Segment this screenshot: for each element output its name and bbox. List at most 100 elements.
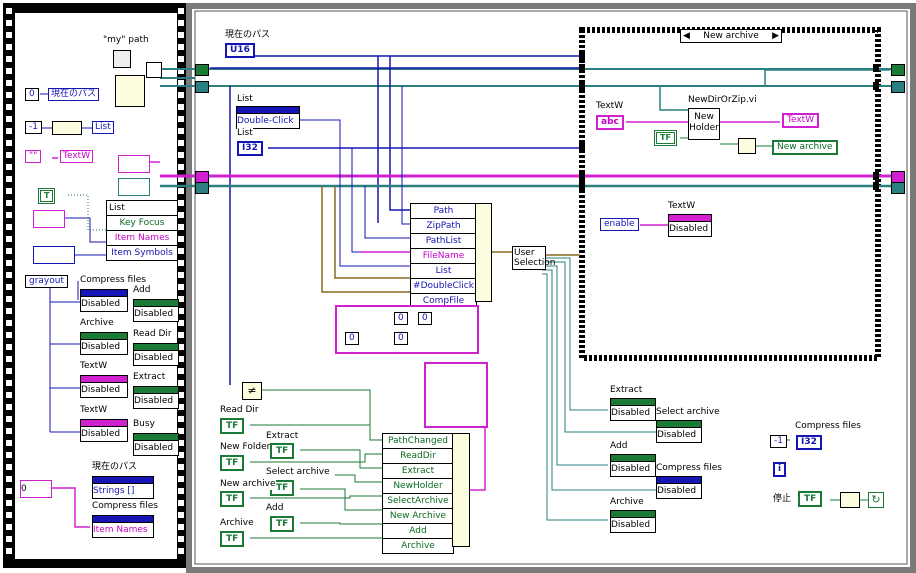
out-compress-files-property[interactable]: Disabled [656,476,702,499]
zero-constant-d[interactable]: 0 [418,312,432,325]
disabled-property[interactable]: Disabled [669,224,709,234]
path-array-constant[interactable] [118,178,150,196]
out-select-archive-property[interactable]: Disabled [656,420,702,443]
user-selection-cluster[interactable]: User Selection [512,246,555,270]
event-selectarchive[interactable]: SelectArchive [383,494,453,509]
current-path-property[interactable]: Strings [] [92,476,154,499]
current-path-constant[interactable]: 0 [25,88,39,101]
select-archive-control[interactable]: TF [270,480,295,496]
extract-property[interactable]: Disabled [133,386,179,409]
strip-path-icon[interactable] [115,75,145,107]
disabled-property[interactable]: Disabled [134,353,174,363]
bundle-compfile[interactable]: CompFile [422,296,465,306]
case-selector[interactable]: ◀ New archive ▶ [680,29,782,43]
list-constant[interactable]: -1 [25,121,42,134]
decrement-arrow-icon[interactable]: ◀ [683,31,690,41]
disabled-property[interactable]: Disabled [134,309,174,319]
case-not-icon[interactable] [738,138,756,154]
key-focus-property[interactable]: Key Focus [107,216,177,231]
bundle-zippath[interactable]: ZipPath [411,219,476,234]
zero-constant-c[interactable]: 0 [345,332,359,345]
event-pathchanged[interactable]: PathChanged [383,434,453,449]
new-holder-subvi[interactable]: New Holder [688,108,720,140]
strings-property[interactable]: Strings [] [93,486,135,496]
bundle-by-name[interactable]: Path ZipPath PathList FileName List #Dou… [410,203,477,309]
string-array-constant-3[interactable]: 0 [20,480,52,498]
read-dir-control[interactable]: TF [220,418,245,434]
new-archive-indicator[interactable]: New archive [772,140,838,155]
add-property[interactable]: Disabled [133,299,179,322]
disabled-property[interactable]: Disabled [81,299,121,309]
empty-string-constant[interactable]: "" [25,150,42,163]
path-constant-icon[interactable] [113,50,131,68]
item-names-property[interactable]: Item Names [107,231,177,246]
i32-indicator[interactable]: I32 [237,141,263,156]
event-extract[interactable]: Extract [383,464,453,479]
disabled-property[interactable]: Disabled [81,429,121,439]
disabled-property[interactable]: Disabled [657,486,697,496]
bundle-filename[interactable]: FileName [411,249,476,264]
int-array-constant[interactable] [33,246,75,264]
extract-control[interactable]: TF [270,443,295,459]
string-array-constant-2[interactable] [33,210,65,228]
zero-constant-a[interactable]: 0 [394,312,408,325]
string-array-constant[interactable] [118,155,150,173]
case-textw-property[interactable]: Disabled [668,214,712,237]
u16-indicator[interactable]: U16 [225,43,255,58]
bundle-doubleclick[interactable]: #DoubleClick [411,279,476,294]
compress-files-indicator[interactable]: I32 [796,435,822,450]
out-extract-property[interactable]: Disabled [610,398,656,421]
event-newholder[interactable]: NewHolder [383,479,453,494]
disabled-property[interactable]: Disabled [81,385,121,395]
event-archive[interactable]: Archive [401,541,435,551]
textw-property[interactable]: Disabled [80,375,128,398]
out-add-property[interactable]: Disabled [610,454,656,477]
textw-property-2[interactable]: Disabled [80,419,128,442]
new-folder-control[interactable]: TF [220,455,245,471]
loop-condition-icon[interactable]: ↻ [868,492,884,508]
enable-constant[interactable]: enable [600,218,639,231]
archive-property[interactable]: Disabled [80,332,128,355]
not-icon[interactable] [840,492,860,508]
disabled-property[interactable]: Disabled [611,520,651,530]
bundle-pathlist[interactable]: PathList [411,234,476,249]
out-archive-property[interactable]: Disabled [610,510,656,533]
event-readdir[interactable]: ReadDir [383,449,453,464]
archive-control[interactable]: TF [220,531,245,547]
textw-out-indicator[interactable]: TextW [782,113,820,128]
new-archive-control[interactable]: TF [220,491,245,507]
disabled-property[interactable]: Disabled [81,342,121,352]
event-newarchive[interactable]: New Archive [383,509,453,524]
item-names-property-2[interactable]: Item Names [93,525,148,535]
stop-control[interactable]: TF [798,491,823,507]
to-word-icon[interactable] [52,121,82,135]
disabled-property[interactable]: Disabled [611,464,651,474]
compress-files-property-2[interactable]: Item Names [92,515,154,538]
textw-local[interactable]: TextW [60,150,94,163]
zero-constant-b[interactable]: 0 [394,332,408,345]
info-icon[interactable]: i [773,462,787,477]
double-click-property[interactable]: Double-Click [236,106,300,129]
bundle-path[interactable]: Path [411,204,476,219]
event-case-inputs[interactable]: PathChanged ReadDir Extract NewHolder Se… [382,433,454,554]
compress-index-constant[interactable]: -1 [770,435,787,448]
double-click-prop[interactable]: Double-Click [237,116,294,126]
add-control[interactable]: TF [270,516,295,532]
case-bool-constant[interactable]: TF [654,130,677,146]
not-equal-icon[interactable]: ≠ [242,382,262,400]
disabled-property[interactable]: Disabled [657,430,697,440]
textw-control[interactable]: abc [596,115,624,130]
boolean-array-constant[interactable] [424,362,488,428]
disabled-property[interactable]: Disabled [134,396,174,406]
list-property-node[interactable]: List Key Focus Item Names Item Symbols [106,200,178,261]
read-dir-property[interactable]: Disabled [133,343,179,366]
grayout-constant[interactable]: grayout [25,275,68,288]
bundle-list[interactable]: List [411,264,476,279]
compress-files-property[interactable]: Disabled [80,289,128,312]
bool-true-constant[interactable]: T [37,188,56,204]
build-path-icon[interactable] [146,62,162,78]
current-path-local[interactable]: 現在のパス [48,88,100,101]
disabled-property[interactable]: Disabled [611,408,651,418]
busy-property[interactable]: Disabled [133,433,179,456]
disabled-property[interactable]: Disabled [134,443,174,453]
